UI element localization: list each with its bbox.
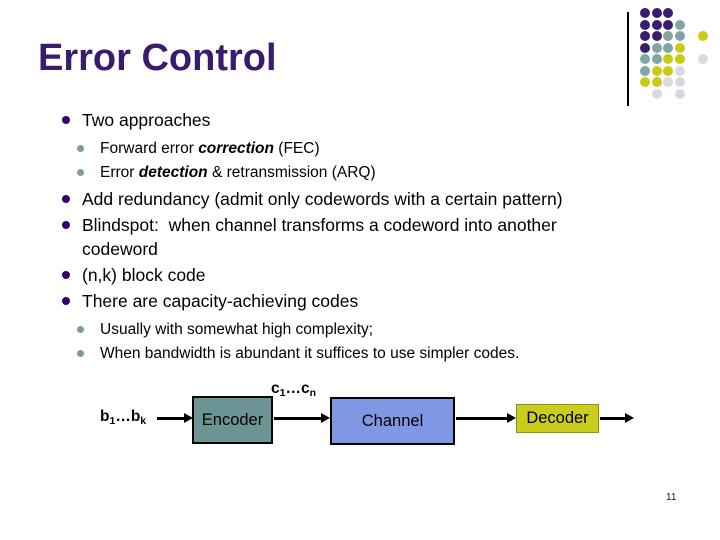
bullet-marker-icon (77, 169, 84, 176)
bullet-text: Usually with somewhat high complexity; (100, 321, 374, 338)
decoration-dot (674, 88, 685, 99)
decoration-dot (651, 88, 662, 99)
arrow-input-to-encoder (157, 417, 185, 420)
arrow-channel-to-decoder (456, 417, 508, 420)
bullet-item: (n,k) block code (0, 263, 640, 287)
arrowhead-icon (507, 413, 516, 423)
bullet-text: Two approaches (82, 110, 211, 130)
decoration-dot (674, 65, 685, 76)
bullet-item: There are capacity-achieving codes (0, 289, 640, 313)
decoration-dot (651, 54, 662, 64)
bullet-text: Forward error correction (FEC) (100, 140, 320, 157)
bullet-marker-icon (62, 116, 70, 124)
codeword-label: c1…cn (271, 380, 317, 399)
input-bits-label: b1…bk (100, 408, 147, 427)
decoration-dot (640, 8, 650, 18)
decoration-dot-grid (640, 8, 720, 108)
bullet-text: Add redundancy (admit only codewords wit… (82, 189, 563, 209)
decoration-dot (651, 8, 662, 18)
decoration-vertical-line (627, 12, 629, 106)
page-number: 11 (666, 492, 677, 503)
decoration-dot (663, 42, 673, 53)
bullet-marker-icon (62, 297, 70, 305)
bullet-text: Blindspot: when channel transforms a cod… (82, 215, 557, 259)
encoder-box: Encoder (192, 396, 273, 444)
encoder-label: Encoder (201, 410, 264, 429)
page-title: Error Control (38, 37, 277, 79)
bullet-text: When bandwidth is abundant it suffices t… (100, 345, 520, 362)
bullet-item: Error detection & retransmission (ARQ) (0, 162, 640, 184)
channel-box: Channel (330, 397, 455, 445)
decoration-dot (663, 8, 673, 18)
decoration-dot (651, 77, 662, 87)
bullet-item: When bandwidth is abundant it suffices t… (0, 343, 640, 365)
decoration-dot (651, 19, 662, 30)
decoration-dot (651, 31, 662, 41)
decoration-dot (697, 54, 708, 64)
decoration-dot (651, 42, 662, 53)
decoration-dot (674, 54, 685, 64)
bullet-text: (n,k) block code (82, 265, 206, 285)
bullet-marker-icon (62, 195, 70, 203)
decoration-dot (663, 77, 673, 87)
decoration-dot (663, 31, 673, 41)
decoration-dot (640, 42, 650, 53)
decoder-label: Decoder (526, 409, 589, 427)
decoration-dot (651, 65, 662, 76)
bullet-text: Error detection & retransmission (ARQ) (100, 164, 376, 181)
arrowhead-icon (321, 413, 330, 423)
decoration-dot (674, 42, 685, 53)
decoration-dot (640, 31, 650, 41)
arrowhead-icon (184, 413, 193, 423)
decoration-dot (697, 31, 708, 41)
bullet-item: Forward error correction (FEC) (0, 138, 640, 160)
arrowhead-icon (625, 413, 634, 423)
decoration-dot (674, 77, 685, 87)
bullet-marker-icon (77, 145, 84, 152)
bullet-item: Add redundancy (admit only codewords wit… (0, 187, 640, 211)
decoration-dot (640, 65, 650, 76)
decoration-dot (663, 54, 673, 64)
decoration-dot (663, 65, 673, 76)
decoration-dot (674, 31, 685, 41)
bullet-item: Usually with somewhat high complexity; (0, 319, 640, 341)
decoration-dot (674, 19, 685, 30)
decoration-dot (640, 77, 650, 87)
arrow-encoder-to-channel (274, 417, 322, 420)
decoration-dot (663, 19, 673, 30)
decoder-box: Decoder (516, 404, 599, 433)
bullet-marker-icon (62, 271, 70, 279)
bullet-marker-icon (77, 326, 84, 333)
decoration-dot (640, 54, 650, 64)
bullet-marker-icon (77, 350, 84, 357)
bullet-item: Two approaches (0, 108, 640, 132)
arrow-decoder-output (600, 417, 626, 420)
decoration-dot (640, 19, 650, 30)
bullet-item: Blindspot: when channel transforms a cod… (0, 213, 640, 261)
bullet-marker-icon (62, 221, 70, 229)
bullet-text: There are capacity-achieving codes (82, 291, 359, 311)
channel-label: Channel (361, 411, 424, 430)
